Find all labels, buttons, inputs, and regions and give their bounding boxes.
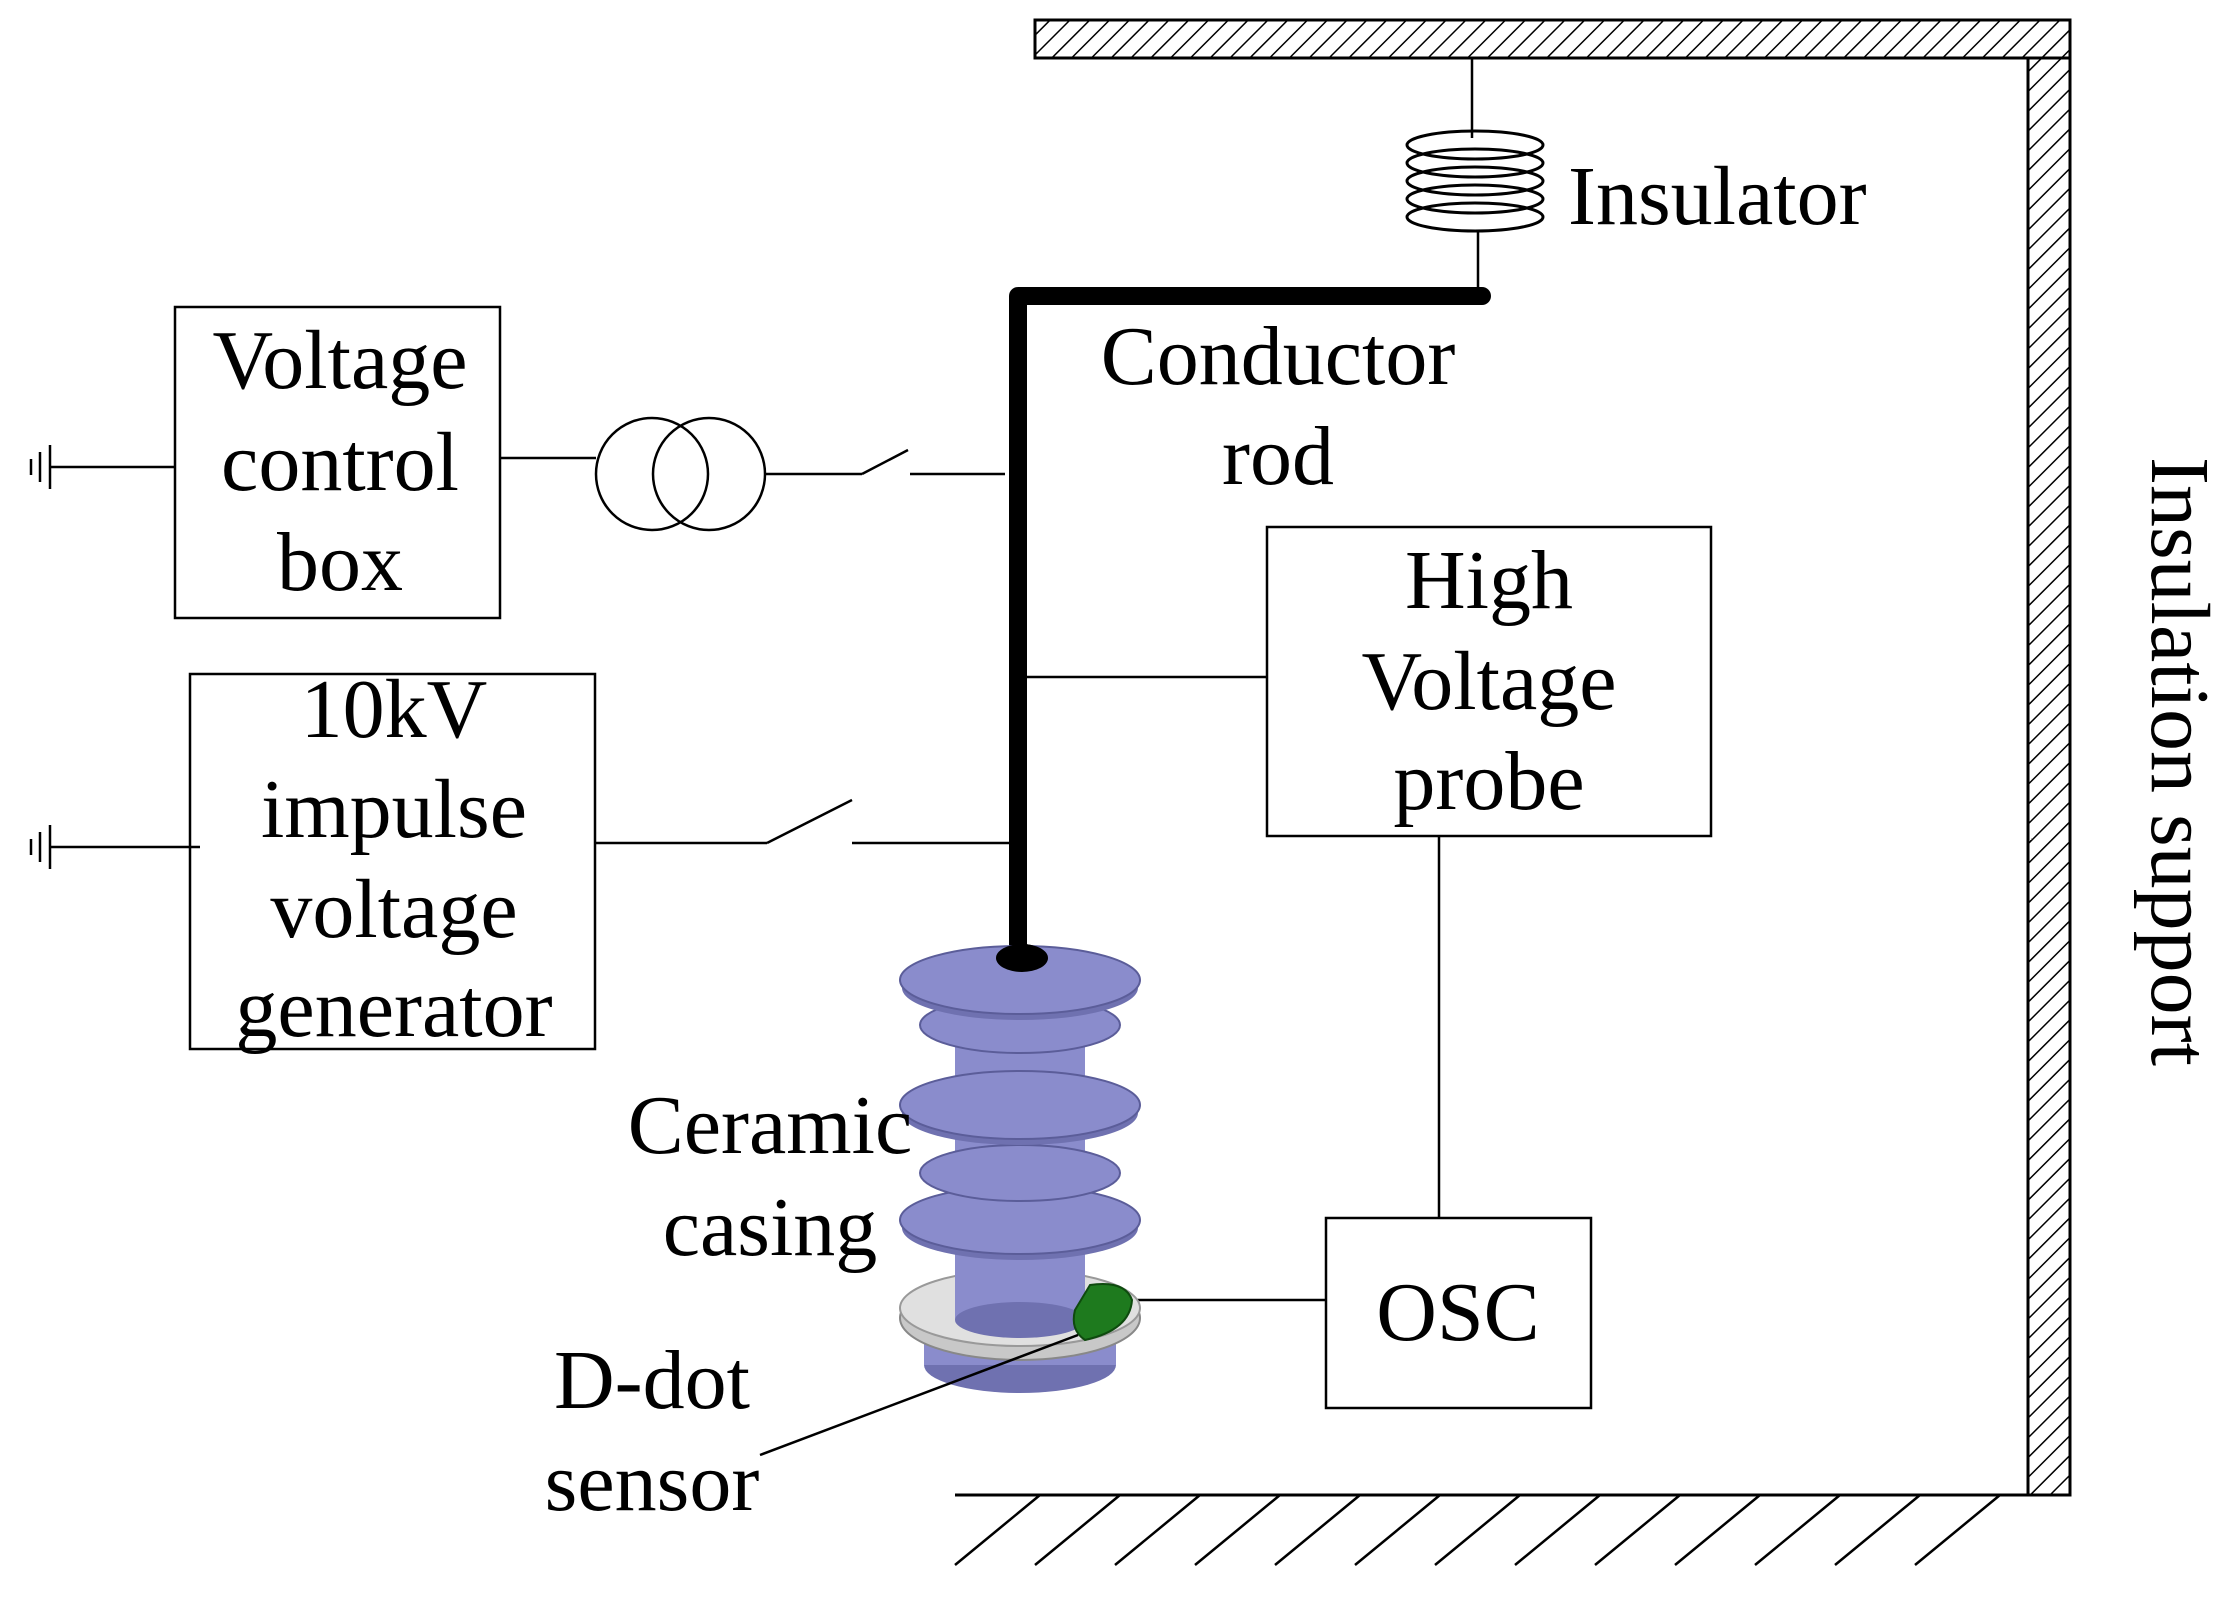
impulse-generator-label-3: voltage [270, 863, 517, 956]
insulation-support-label: Insulation support [2133, 457, 2226, 1066]
floor-hatch-mark [1114, 1494, 1201, 1566]
voltage-control-box-label-1: Voltage [212, 314, 467, 407]
d-dot-sensor-label-1: D-dot [554, 1334, 750, 1427]
ground-symbol-icon [29, 445, 175, 489]
floor-hatch-mark [1034, 1494, 1121, 1566]
switch-1-icon [861, 448, 1005, 476]
voltage-control-box-label-2: control [221, 416, 459, 509]
d-dot-sensor-label-2: sensor [545, 1436, 760, 1529]
switch-2-icon [595, 798, 1010, 845]
wall-hatch [2026, 56, 2072, 1497]
voltage-control-box-label-3: box [277, 516, 403, 609]
ceiling-hatch [1033, 18, 2072, 60]
osc-label: OSC [1376, 1266, 1539, 1359]
impulse-generator-box: 10kV impulse voltage generator [188, 663, 597, 1055]
transformer-icon [500, 416, 862, 532]
floor-hatch-mark [1674, 1494, 1761, 1566]
high-voltage-probe-label-3: probe [1393, 735, 1584, 828]
high-voltage-probe-label-2: Voltage [1361, 635, 1616, 728]
floor-hatch-mark [1914, 1494, 2001, 1566]
floor-hatch-mark [1834, 1494, 1921, 1566]
floor-hatch-mark [1274, 1494, 1361, 1566]
ceramic-casing-label-2: casing [663, 1181, 878, 1274]
conductor-rod-label-1: Conductor [1101, 310, 1456, 403]
floor-hatch-mark [1354, 1494, 1441, 1566]
osc-box: OSC [1132, 1216, 1593, 1410]
insulator-icon [1405, 58, 1545, 296]
impulse-generator-label-2: impulse [261, 763, 527, 856]
high-voltage-probe-box: High Voltage probe [1027, 525, 1713, 1218]
ceramic-casing-icon [899, 944, 1141, 1393]
floor-hatch-mark [1434, 1494, 1521, 1566]
high-voltage-probe-label-1: High [1405, 534, 1573, 627]
floor-hatch-mark [1194, 1494, 1281, 1566]
floor-hatch-mark [954, 1494, 1041, 1566]
ceramic-casing-label-1: Ceramic [628, 1079, 913, 1172]
impulse-generator-label-1: 10kV [301, 663, 488, 756]
d-dot-sensor-pcb [1072, 1283, 1134, 1342]
floor-hatch-mark [1754, 1494, 1841, 1566]
conductor-rod-label-2: rod [1222, 410, 1334, 503]
insulation-support-frame [1033, 18, 2072, 1497]
floor-hatch-mark [1594, 1494, 1681, 1566]
ground-floor [954, 1493, 2028, 1566]
insulator-label: Insulator [1568, 150, 1867, 243]
floor-hatch-mark [1514, 1494, 1601, 1566]
impulse-generator-label-4: generator [235, 962, 552, 1055]
voltage-control-box: Voltage control box [173, 305, 502, 620]
ground-symbol-icon [29, 825, 200, 869]
d-dot-sensor-leader [759, 1333, 1079, 1457]
